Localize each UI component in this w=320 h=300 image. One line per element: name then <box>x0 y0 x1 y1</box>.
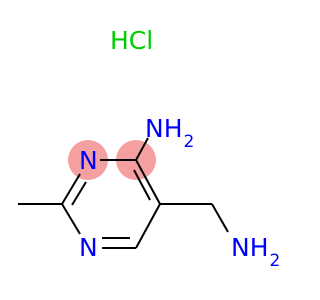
bond-c4-c5-inner <box>133 169 151 201</box>
ring-nitrogen-bottom: N <box>79 233 98 262</box>
bond-c5-c6 <box>135 203 161 249</box>
amine-group-top: NH2 <box>145 114 194 152</box>
amine-group-side: NH2 <box>231 233 280 271</box>
amine-side-subscript: 2 <box>270 251 281 271</box>
structure-diagram: HCl N N NH2 NH2 <box>18 26 280 271</box>
bond-c4-amine <box>135 137 149 161</box>
bond-c2-n-top <box>61 173 81 205</box>
amine-top-base: NH <box>145 114 183 143</box>
highlight-ring-nitrogen <box>68 140 108 180</box>
amine-top-subscript: 2 <box>184 132 195 152</box>
ring-nitrogen-top: N <box>79 146 98 175</box>
bond-c2-n-top-inner <box>71 181 87 206</box>
bond-ch2-amine <box>211 203 229 233</box>
amine-side-base: NH <box>231 233 269 262</box>
bond-c4-c5 <box>135 159 161 205</box>
bond-n-bottom-c2 <box>61 203 81 235</box>
salt-label: HCl <box>110 26 153 55</box>
